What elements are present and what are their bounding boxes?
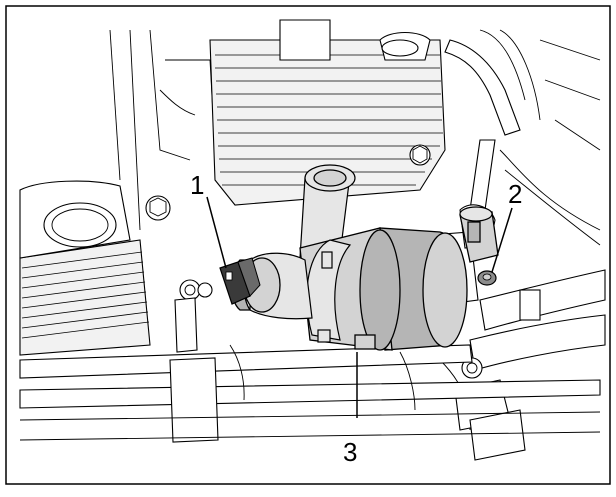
left-cylinder-block (19, 180, 151, 356)
mounting-nut (477, 270, 497, 286)
coolant-pump (231, 164, 499, 351)
leader-line-2 (491, 207, 513, 273)
callout-1-label: 1 (190, 170, 204, 200)
central-cylinder-head (209, 19, 446, 206)
callout-3-label: 3 (343, 437, 357, 467)
engine-background (19, 19, 606, 461)
callout-2-label: 2 (508, 179, 522, 209)
connector (219, 257, 261, 305)
leader-line-1 (206, 196, 227, 269)
lower-frame-rails (19, 297, 601, 443)
